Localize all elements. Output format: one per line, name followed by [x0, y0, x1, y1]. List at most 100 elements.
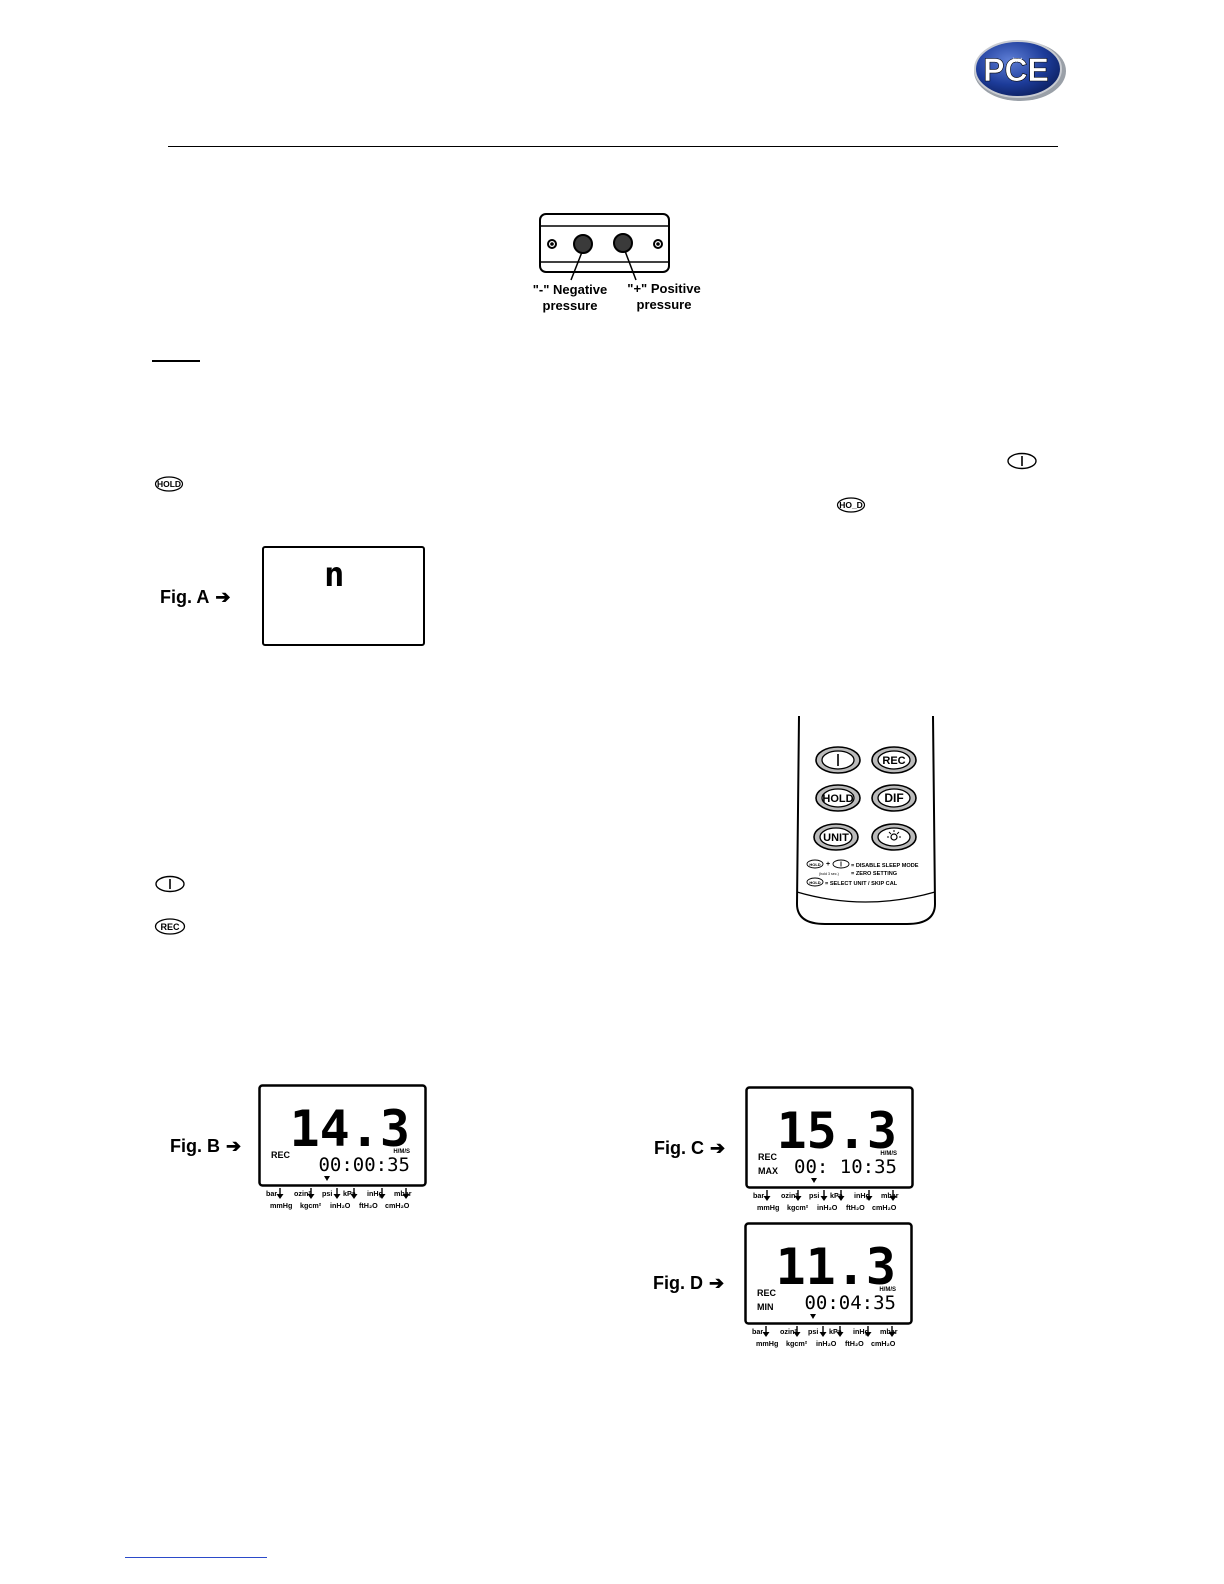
section-underline [152, 360, 200, 362]
keypad-buttons: REC HOLD DIF UNIT [813, 746, 917, 851]
unit-label-bottom: mmHg [270, 1201, 292, 1210]
backlight-button-icon [871, 823, 917, 851]
unit-label-bottom: cmH₂O [385, 1201, 410, 1210]
fig_c-main-value: 15.3 [777, 1102, 897, 1160]
fig-d-label: Fig. D➔ [653, 1273, 725, 1293]
unit-label-bottom: kgcm² [300, 1201, 322, 1210]
logo-sub: Inst. [1012, 58, 1024, 64]
header-rule [168, 146, 1058, 147]
arrow-right-icon: ➔ [709, 1273, 725, 1293]
svg-text:HOLD: HOLD [822, 793, 853, 805]
unit-pointer-head-icon [794, 1196, 802, 1201]
unit-label-bottom: inH₂O [816, 1339, 837, 1348]
fig_b-hms-label: H/M/S [393, 1149, 410, 1155]
positive-port-icon [613, 233, 633, 253]
fig_c-hms-label: H/M/S [880, 1151, 897, 1157]
unit-label-top: kPa [830, 1191, 844, 1200]
unit-pointer-head-icon [762, 1332, 770, 1337]
unit-button-icon: UNIT [813, 823, 859, 851]
fig_b-rec-label: REC [271, 1150, 291, 1160]
unit-label-top: ozin² [780, 1327, 797, 1336]
unit-label-top: bar [266, 1189, 277, 1198]
unit-label-bottom: inH₂O [817, 1203, 838, 1212]
unit-pointer-head-icon [276, 1194, 284, 1199]
keypad-illustration: REC HOLD DIF UNIT [795, 715, 937, 928]
dif-button-icon: DIF [871, 784, 917, 812]
unit-label-top: psi [808, 1327, 818, 1336]
unit-label-bottom: kgcm² [787, 1203, 809, 1212]
indicator-triangle-icon [811, 1178, 817, 1183]
svg-text:REC: REC [882, 755, 905, 767]
svg-text:= DISABLE SLEEP MODE: = DISABLE SLEEP MODE [851, 863, 919, 869]
svg-text:= ZERO SETTING: = ZERO SETTING [851, 871, 897, 877]
unit-label-bottom: ftH₂O [845, 1339, 864, 1348]
unit-pointer-head-icon [307, 1194, 315, 1199]
svg-text:HOLD: HOLD [157, 479, 181, 489]
svg-text:REC: REC [160, 922, 180, 932]
unit-label-bottom: mmHg [757, 1203, 779, 1212]
negative-port-icon [573, 234, 593, 254]
arrow-right-icon: ➔ [226, 1136, 242, 1156]
fig_c-time: 00: 10:35 [794, 1156, 897, 1178]
indicator-triangle-icon [324, 1176, 330, 1181]
unit-pointer-head-icon [865, 1196, 873, 1201]
unit-label-top: bar [753, 1191, 764, 1200]
power-button-icon [815, 746, 861, 774]
svg-text:HOLD: HOLD [809, 862, 820, 867]
fig_d-hms-label: H/M/S [879, 1287, 896, 1293]
indicator-triangle-icon [810, 1314, 816, 1319]
svg-text:+: + [826, 861, 830, 868]
unit-pointer-head-icon [888, 1332, 896, 1337]
power-icon-inline-2 [154, 875, 186, 898]
unit-pointer-head-icon [378, 1194, 386, 1199]
hold-icon-inline-1: HOLD [154, 476, 184, 497]
hold-icon-inline-2: HO_D [836, 497, 866, 518]
fig-b-label: Fig. B➔ [170, 1136, 242, 1156]
arrow-right-icon: ➔ [710, 1138, 726, 1158]
unit-label-bottom: kgcm² [786, 1339, 808, 1348]
unit-label-top: mbar [881, 1191, 899, 1200]
unit-pointer-head-icon [837, 1196, 845, 1201]
unit-pointer-head-icon [819, 1332, 827, 1337]
footer-link[interactable] [125, 1557, 267, 1558]
fig_d-rec-label: REC [757, 1288, 777, 1298]
rec-button-icon: REC [871, 746, 917, 774]
arrow-right-icon: ➔ [215, 587, 231, 607]
unit-pointer-head-icon [763, 1196, 771, 1201]
unit-pointer-head-icon [836, 1332, 844, 1337]
pce-logo: PCE Inst. [972, 38, 1068, 102]
fig-a-label: Fig. A➔ [160, 587, 231, 607]
fig_d-time: 00:04:35 [804, 1292, 896, 1314]
fig-a-lcd: n [262, 546, 425, 646]
svg-text:UNIT: UNIT [823, 832, 849, 844]
fig_b-main-value: 14.3 [290, 1100, 410, 1158]
unit-label-top: kPa [343, 1189, 357, 1198]
unit-label-top: ozin² [781, 1191, 798, 1200]
svg-text:(hold 3 sec.): (hold 3 sec.) [819, 872, 839, 876]
unit-label-top: bar [752, 1327, 763, 1336]
unit-label-top: mbar [880, 1327, 898, 1336]
unit-label-top: inHg [854, 1191, 870, 1200]
unit-label-top: mbar [394, 1189, 412, 1198]
power-icon-inline-1 [1006, 452, 1038, 475]
unit-pointer-head-icon [350, 1194, 358, 1199]
unit-pointer-head-icon [864, 1332, 872, 1337]
hold-button-icon: HOLD [815, 784, 861, 812]
unit-label-bottom: cmH₂O [872, 1203, 897, 1212]
unit-label-top: inHg [367, 1189, 383, 1198]
unit-label-bottom: inH₂O [330, 1201, 351, 1210]
unit-label-bottom: cmH₂O [871, 1339, 896, 1348]
unit-pointer-head-icon [333, 1194, 341, 1199]
fig-a-digit: n [324, 555, 345, 595]
unit-label-top: kPa [829, 1327, 843, 1336]
unit-label-bottom: mmHg [756, 1339, 778, 1348]
unit-pointer-head-icon [793, 1332, 801, 1337]
svg-text:= SELECT UNIT / SKIP CAL: = SELECT UNIT / SKIP CAL [825, 881, 898, 887]
fig_d-main-value: 11.3 [776, 1238, 896, 1296]
